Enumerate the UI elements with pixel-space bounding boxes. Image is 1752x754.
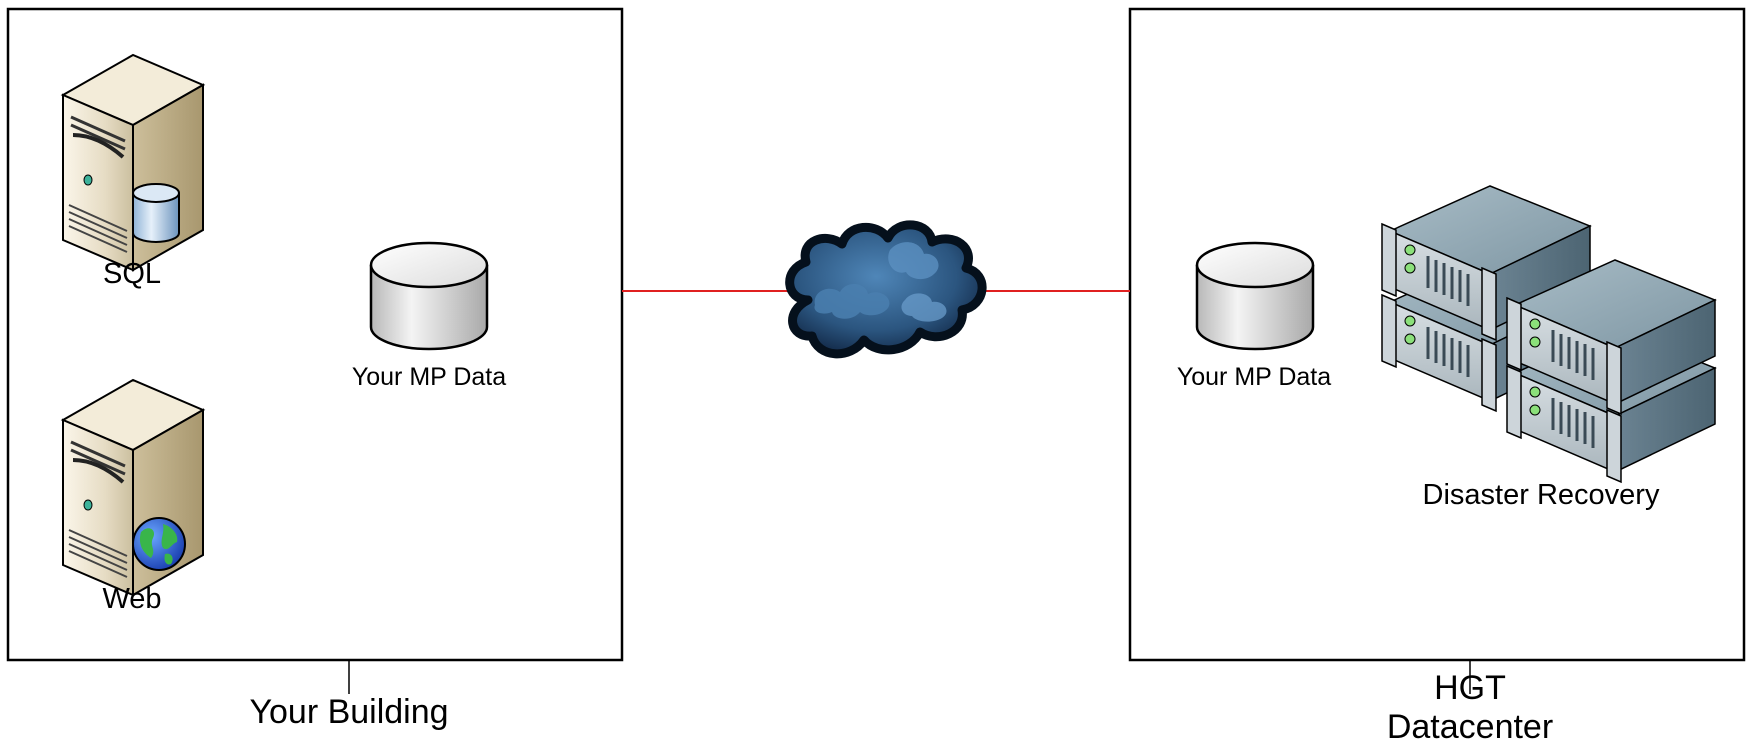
disaster-recovery-label: Disaster Recovery [1422, 479, 1660, 511]
local-data-label: Your MP Data [351, 363, 507, 391]
sql-server-label: SQL [102, 258, 162, 290]
zone-label-your-building: Your Building [249, 693, 449, 731]
web-server-icon [61, 378, 205, 597]
zone-hgt-datacenter [1128, 7, 1746, 662]
zone-your-building [6, 7, 624, 662]
remote-data-label: Your MP Data [1176, 363, 1332, 391]
web-server-label: Web [102, 583, 162, 615]
database-cylinder-icon [1195, 241, 1315, 351]
server-rack-stack-icon [1380, 184, 1717, 484]
zone-label-datacenter: Datacenter [1386, 708, 1554, 747]
database-cylinder-icon [369, 241, 489, 351]
database-server-icon [61, 53, 205, 272]
cloud-icon [785, 220, 987, 359]
zone-label-hgt: HGT [1434, 669, 1506, 707]
zone-label-hgt-datacenter: HGT Datacenter [1387, 669, 1553, 747]
